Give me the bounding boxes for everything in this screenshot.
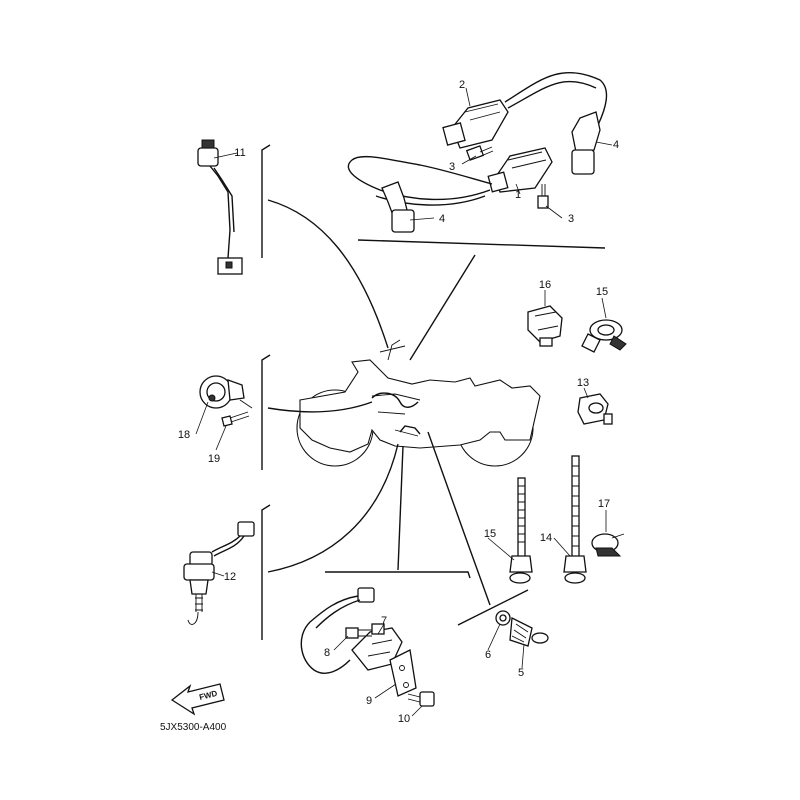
callout-6: 6: [485, 649, 491, 661]
bolt-3-upper: [465, 145, 494, 161]
callout-15: 15: [596, 286, 608, 298]
drawing-code: 5JX5300-A400: [160, 722, 227, 733]
bolt-3-lower: [537, 184, 549, 209]
callout-12: 12: [224, 571, 236, 583]
spark-plug-cap-left: [381, 181, 415, 233]
washer-6: [495, 610, 511, 626]
clamp-17: [591, 533, 625, 557]
bolt-19: [221, 399, 253, 427]
callout-8: 8: [324, 647, 330, 659]
callout-19: 19: [208, 453, 220, 465]
callout-18: 18: [178, 429, 190, 441]
neutral-switch-12: [183, 521, 255, 625]
callout-4: 4: [613, 139, 619, 151]
callout-9: 9: [366, 695, 372, 707]
screw-8: [345, 627, 372, 639]
sensor-assembly: [300, 587, 435, 707]
callout-14: 14: [540, 532, 552, 544]
cable-tie-15: [509, 477, 533, 584]
callout-10: 10: [398, 713, 410, 725]
callout-16: 16: [539, 279, 551, 291]
callout-17: 17: [598, 498, 610, 510]
group-brackets: [261, 144, 606, 640]
callout-5: 5: [518, 667, 524, 679]
callout-13: 13: [577, 377, 589, 389]
horn-18: [199, 375, 245, 409]
fwd-label: FWD: [198, 689, 218, 702]
ignition-coil-lower: [487, 147, 553, 193]
sensor-7: [351, 623, 403, 671]
cable-tie-14: [563, 455, 587, 584]
ignition-coil-assembly: [347, 71, 608, 233]
fwd-arrow-icon: FWD: [170, 683, 225, 716]
group-leader-lines: [267, 199, 491, 606]
bolt-10: [407, 691, 435, 707]
clamp-13: [577, 393, 613, 425]
clamp-15-upper: [581, 319, 627, 353]
callout-3: 3: [449, 161, 455, 173]
clamp-16: [527, 305, 563, 347]
callout-2: 2: [459, 79, 465, 91]
callout-4: 4: [439, 213, 445, 225]
motorcycle-outline: [296, 339, 541, 467]
callout-labels: 1 2 3 3 4 4 5 6 7 8 9 10 11 12 13 14 15 …: [178, 79, 619, 725]
sensor-plug-5: [509, 616, 549, 647]
callout-15: 15: [484, 528, 496, 540]
spark-plug-cap-right: [571, 111, 601, 175]
callout-7: 7: [381, 615, 387, 627]
ignition-coil-upper: [442, 99, 509, 149]
callout-leaders: [195, 87, 613, 717]
callout-3: 3: [568, 213, 574, 225]
callout-1: 1: [515, 189, 521, 201]
callout-11: 11: [234, 147, 245, 159]
switch-11: [197, 139, 243, 275]
